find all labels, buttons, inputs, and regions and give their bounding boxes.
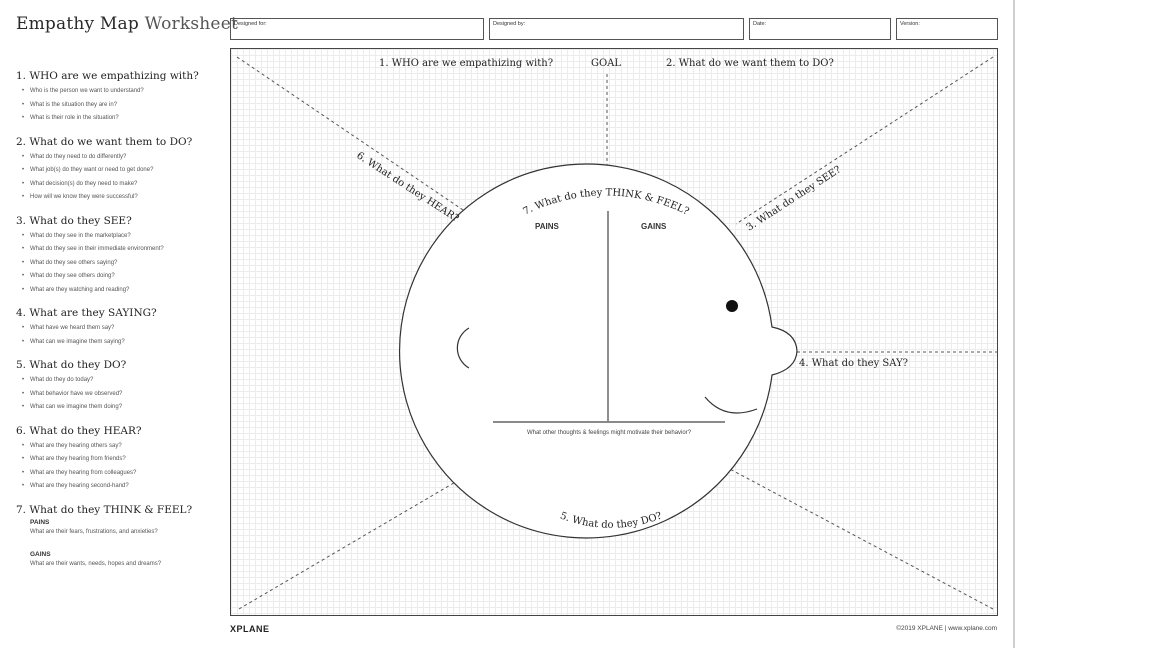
head-outline: [399, 163, 798, 539]
see-label: 3. What do they SEE?: [745, 164, 843, 233]
guide-bullet: What behavior have we observed?: [16, 388, 228, 402]
guide-heading: 4. What are they SAYING?: [16, 307, 157, 319]
guide-section-hear: 6. What do they HEAR? What are they hear…: [16, 425, 228, 494]
pains-heading: PAINS: [535, 222, 560, 231]
guide-bullet: What do they see in their immediate envi…: [16, 243, 228, 257]
guide-bullet: What do they see others saying?: [16, 257, 228, 271]
guide-section-think-feel: 7. What do they THINK & FEEL? PAINS What…: [16, 504, 228, 571]
pains-text: What are their fears, frustrations, and …: [30, 528, 158, 535]
who-label: 1. WHO are we empathizing with?: [379, 58, 553, 69]
designed-for-field[interactable]: Designed for:: [230, 18, 484, 40]
divider-hear: [236, 56, 467, 213]
empathy-map-canvas[interactable]: 1. WHO are we empathizing with? GOAL 2. …: [230, 48, 999, 616]
hear-label: 6. What do they HEAR?: [354, 150, 460, 224]
gains-text: What are their wants, needs, hopes and d…: [30, 560, 162, 567]
title-main: Empathy Map: [16, 14, 139, 34]
worksheet-page: Empathy Map Worksheet Designed for: Desi…: [0, 0, 1015, 648]
gains-label: GAINS: [30, 550, 51, 558]
guide-bullet: What is the situation they are in?: [16, 99, 228, 113]
goal-label: GOAL: [591, 58, 621, 69]
version-field[interactable]: Version:: [896, 18, 998, 40]
designed-by-field[interactable]: Designed by:: [489, 18, 744, 40]
guide-bullet: What are they hearing from friends?: [16, 453, 228, 467]
guide-bullet: What are they watching and reading?: [16, 284, 228, 298]
guide-bullet: What do they need to do differently?: [16, 151, 228, 165]
guide-bullet: What do they do today?: [16, 374, 228, 388]
ear-shape: [456, 327, 470, 369]
think-feel-text: 7. What do they THINK & FEEL?: [521, 187, 690, 217]
guide-bullet: What are they hearing second-hand?: [16, 480, 228, 494]
guide-section-who: 1. WHO are we empathizing with? Who is t…: [16, 70, 228, 126]
mouth-shape: [704, 396, 758, 414]
guide-bullet: What decision(s) do they need to make?: [16, 178, 228, 192]
guide-heading: 1. WHO are we empathizing with?: [16, 70, 199, 82]
empathy-map-diagram: [236, 56, 999, 610]
guide-heading: 5. What do they DO?: [16, 359, 127, 371]
guide-bullet: What do they see in the marketplace?: [16, 230, 228, 244]
guide-bullet: What can we imagine them saying?: [16, 336, 228, 350]
guide-heading: 3. What do they SEE?: [16, 214, 132, 227]
guide-bullet: How will we know they were successful?: [16, 191, 228, 205]
guide-bullet: What are they hearing from colleagues?: [16, 467, 228, 481]
guide-bullet: What is their role in the situation?: [16, 112, 228, 126]
gains-heading: GAINS: [641, 222, 667, 231]
guide-section-do-goal: 2. What do we want them to DO? What do t…: [16, 136, 228, 205]
eye-dot: [726, 300, 738, 312]
guide-bullet: What can we imagine them doing?: [16, 401, 228, 415]
do-goal-label: 2. What do we want them to DO?: [666, 58, 834, 69]
guide-bullet: What job(s) do they want or need to get …: [16, 164, 228, 178]
guide-section-see: 3. What do they SEE? What do they see in…: [16, 215, 228, 298]
designed-by-label: Designed by:: [493, 21, 526, 27]
copyright-text: ©2019 XPLANE | www.xplane.com: [896, 625, 997, 632]
title-sub: Worksheet: [144, 14, 238, 34]
guide-panel: 1. WHO are we empathizing with? Who is t…: [16, 70, 228, 583]
motivation-prompt: What other thoughts & feelings might mot…: [527, 430, 692, 436]
divider-do-right: [725, 466, 994, 610]
guide-bullet: What are they hearing others say?: [16, 440, 228, 454]
guide-heading: 7. What do they THINK & FEEL?: [16, 503, 193, 516]
guide-section-do: 5. What do they DO? What do they do toda…: [16, 359, 228, 415]
version-label: Version:: [900, 21, 920, 27]
empathy-map-labels: 1. WHO are we empathizing with? GOAL 2. …: [354, 58, 908, 531]
page-title: Empathy Map Worksheet: [16, 14, 238, 34]
guide-bullet: Who is the person we want to understand?: [16, 85, 228, 99]
pains-label: PAINS: [30, 518, 50, 526]
do-text: 5. What do they DO?: [559, 511, 664, 531]
guide-bullet: What do they see others doing?: [16, 270, 228, 284]
designed-for-label: Designed for:: [234, 21, 267, 27]
divider-do-left: [238, 466, 482, 610]
guide-heading: 6. What do they HEAR?: [16, 424, 142, 437]
date-field[interactable]: Date:: [749, 18, 891, 40]
say-label: 4. What do they SAY?: [799, 358, 908, 369]
guide-bullet: What have we heard them say?: [16, 322, 228, 336]
date-label: Date:: [753, 21, 767, 27]
think-feel-label: 7. What do they THINK & FEEL?: [521, 187, 690, 217]
do-label: 5. What do they DO?: [559, 511, 664, 531]
xplane-logo: XPLANE: [230, 624, 270, 634]
guide-heading: 2. What do we want them to DO?: [16, 135, 193, 148]
guide-section-saying: 4. What are they SAYING? What have we he…: [16, 307, 228, 349]
